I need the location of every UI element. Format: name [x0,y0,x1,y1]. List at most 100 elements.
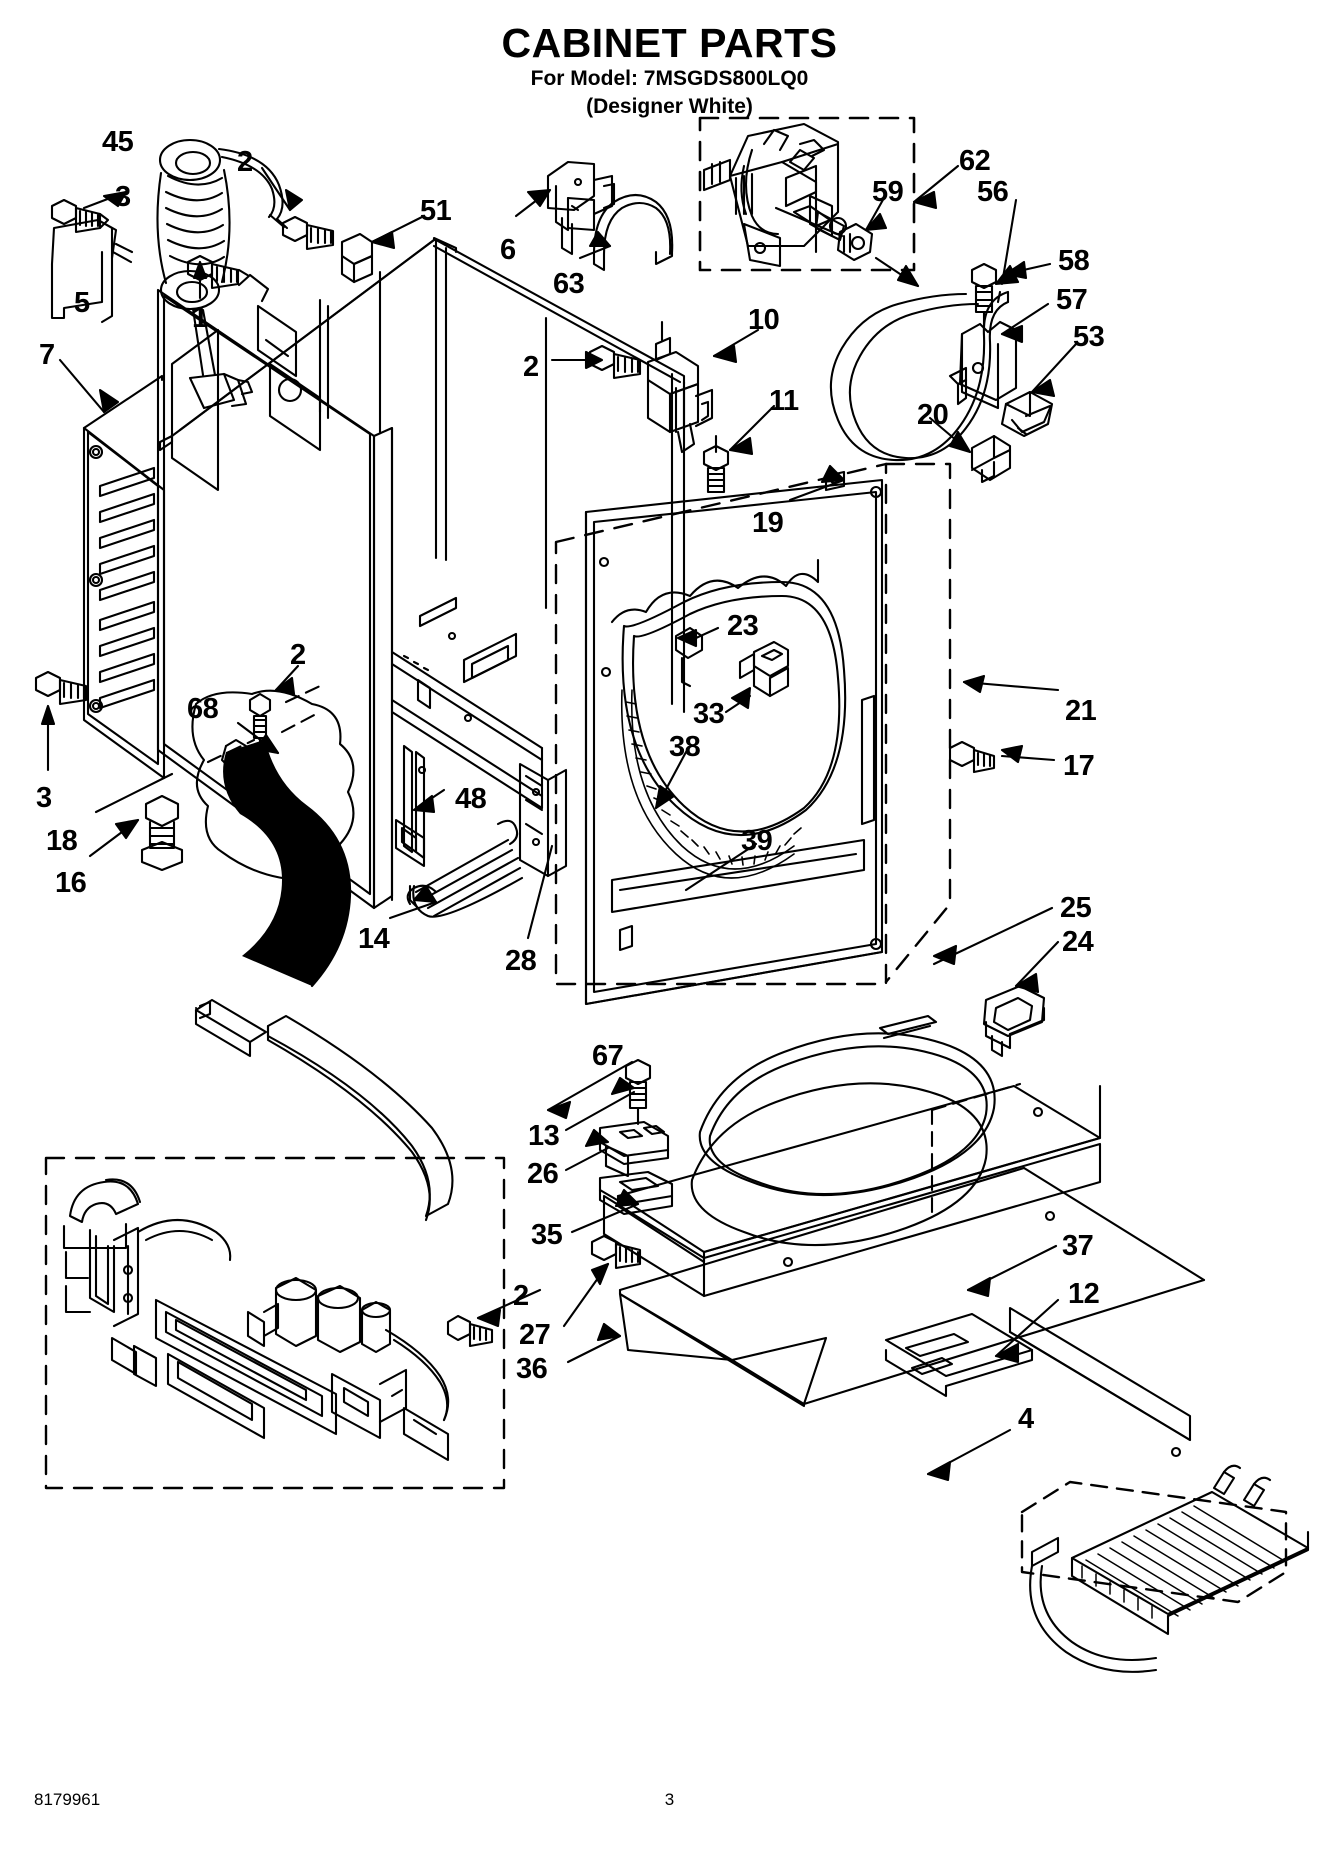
footer-page-number: 3 [664,1790,675,1809]
arrow-11 [728,436,754,456]
arrow-17 [1000,744,1024,764]
part-bracket-13 [598,1120,670,1166]
arrow-67 [546,1100,572,1120]
callout-number-16: 16 [55,867,87,899]
arrow-53 [1030,378,1056,398]
arrow-20 [948,430,972,454]
leader-18 [94,772,174,814]
arrow-33 [730,686,752,710]
part-front-panel [584,470,884,1006]
callout-number-1: 1 [192,302,208,334]
part-cabinet-7 [82,236,686,910]
arrow-24 [1014,972,1040,994]
page-header: CABINET PARTS For Model: 7MSGDS800LQ0 (D… [0,20,1339,122]
callout-number-23: 23 [727,610,759,642]
arrow-2d [476,1308,502,1328]
part-screw-67 [624,1058,652,1126]
callout-number-48: 48 [455,783,487,815]
part-door-switch-10 [646,320,714,454]
leader-11 [728,404,776,452]
arrow-59 [864,212,888,232]
arrow-1 [192,260,208,280]
leader-2a [260,166,292,212]
leader-24 [1014,940,1060,988]
callout-number-53: 53 [1073,321,1105,353]
part-nut-59 [836,222,874,262]
part-bracket-5 [50,218,134,324]
callout-number-25: 25 [1060,892,1092,924]
callout-number-4: 4 [1018,1403,1034,1435]
part-clip-51 [340,232,374,284]
callout-number-24: 24 [1062,926,1094,958]
callout-number-11: 11 [769,385,799,417]
part-clip-53 [1000,390,1054,438]
part-screw-1 [186,254,270,303]
callout-number-2: 2 [290,639,306,671]
part-lint-screen-4 [1029,1464,1310,1673]
callout-number-56: 56 [977,176,1009,208]
leader-36 [566,1334,622,1364]
leader-7 [58,358,106,414]
model-line: For Model: 7MSGDS800LQ0 [530,67,809,91]
callout-number-37: 37 [1062,1230,1094,1262]
callout-number-68: 68 [187,693,219,725]
arrow-14 [412,884,438,904]
callout-number-17: 17 [1063,750,1095,782]
part-leveling-leg-16 [140,794,184,872]
arrow-57 [1000,324,1024,344]
callout-number-10: 10 [748,304,780,336]
arrow-4 [926,1460,952,1482]
arrow-25 [932,944,958,966]
arrow-13 [610,1076,636,1096]
part-screw-27 [590,1234,642,1270]
callout-number-57: 57 [1056,284,1088,316]
arrow-6 [526,188,552,208]
callout-number-6: 6 [500,234,516,266]
dashed-box-motor-62 [698,116,916,272]
arrow-27 [590,1262,610,1286]
arrow-48 [412,794,436,814]
callout-number-45: 45 [102,126,134,158]
callout-number-21: 21 [1065,695,1097,727]
part-spring-14 [406,819,524,918]
arrow-58 [1004,260,1028,280]
leader-26 [564,1146,610,1172]
dashed-box-frontpanel-19 [554,462,952,986]
callout-number-3: 3 [115,181,131,213]
leader-67 [546,1060,634,1112]
arrow-26 [584,1128,610,1148]
arrow-62 [912,190,938,210]
part-base-assembly [602,1014,1206,1458]
arrow-7 [98,388,120,414]
arrow-2a [284,188,304,212]
callout-number-20: 20 [917,399,949,431]
callout-number-5: 5 [74,287,90,319]
arrow-2b [584,350,604,370]
part-plug-24 [982,984,1046,1058]
arrow-38 [654,784,676,810]
leader-14 [388,900,438,920]
callout-number-51: 51 [420,195,452,227]
part-screw-11 [702,434,730,494]
callout-number-38: 38 [669,731,701,763]
part-clip-20 [970,434,1012,484]
leader-57 [1000,302,1050,336]
callout-number-63: 63 [553,268,585,300]
leader-13 [564,1090,636,1132]
callout-number-13: 13 [528,1120,560,1152]
arrow-37 [966,1276,992,1298]
finish-line: (Designer White) [586,95,753,119]
callout-number-12: 12 [1068,1278,1100,1310]
page-title: CABINET PARTS [501,20,838,66]
dashed-box-lintscreen [1020,1480,1288,1604]
arrow-63 [588,230,612,248]
callout-number-3: 3 [36,782,52,814]
footer-document-code: 8179961 [34,1790,101,1809]
arrow-3b [40,704,56,726]
arrow-12 [994,1342,1020,1364]
leader-53 [1030,342,1078,394]
callout-number-27: 27 [519,1319,551,1351]
leader-63 [578,244,612,260]
dashed-box-burner [44,1156,506,1490]
part-screw-2a [281,215,335,251]
